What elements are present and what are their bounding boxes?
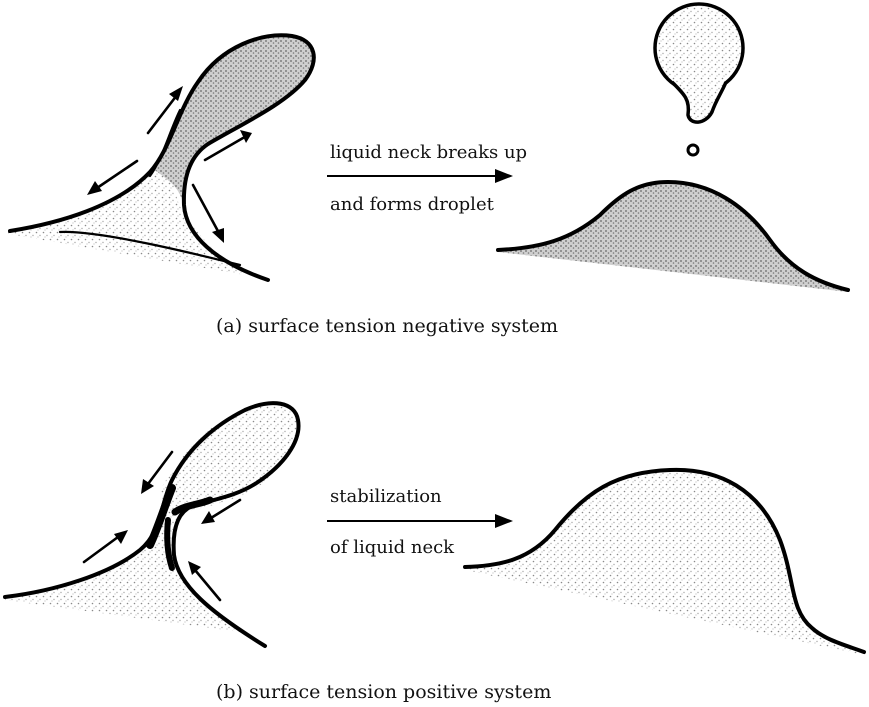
panel-a-transition-arrow (327, 169, 513, 183)
panel-a-liquid-neck-shape (8, 35, 314, 280)
panel-b-arrow-label-line2: of liquid neck (330, 537, 455, 558)
panel-a-caption: (a) surface tension negative system (216, 315, 558, 337)
panel-a-arrow-label-line1: liquid neck breaks up (330, 142, 527, 163)
panel-b-liquid-neck-shape (5, 403, 299, 646)
panel-a-settled-drop (498, 182, 848, 292)
panel-a-satellite-droplet (688, 145, 698, 155)
panel-b-transition-arrow (327, 514, 513, 528)
panel-b-caption: (b) surface tension positive system (216, 681, 551, 703)
panel-a: liquid neck breaks up and forms droplet … (8, 4, 848, 337)
panel-a-arrow-label-line2: and forms droplet (330, 194, 495, 215)
panel-b-flow-arrow-up-right (84, 530, 128, 562)
panel-b-stabilized-drop (465, 470, 864, 655)
panel-b: stabilization of liquid neck (b) surface… (5, 403, 864, 703)
panel-a-detached-droplet (655, 4, 743, 122)
panel-b-arrow-label-line1: stabilization (330, 486, 442, 507)
